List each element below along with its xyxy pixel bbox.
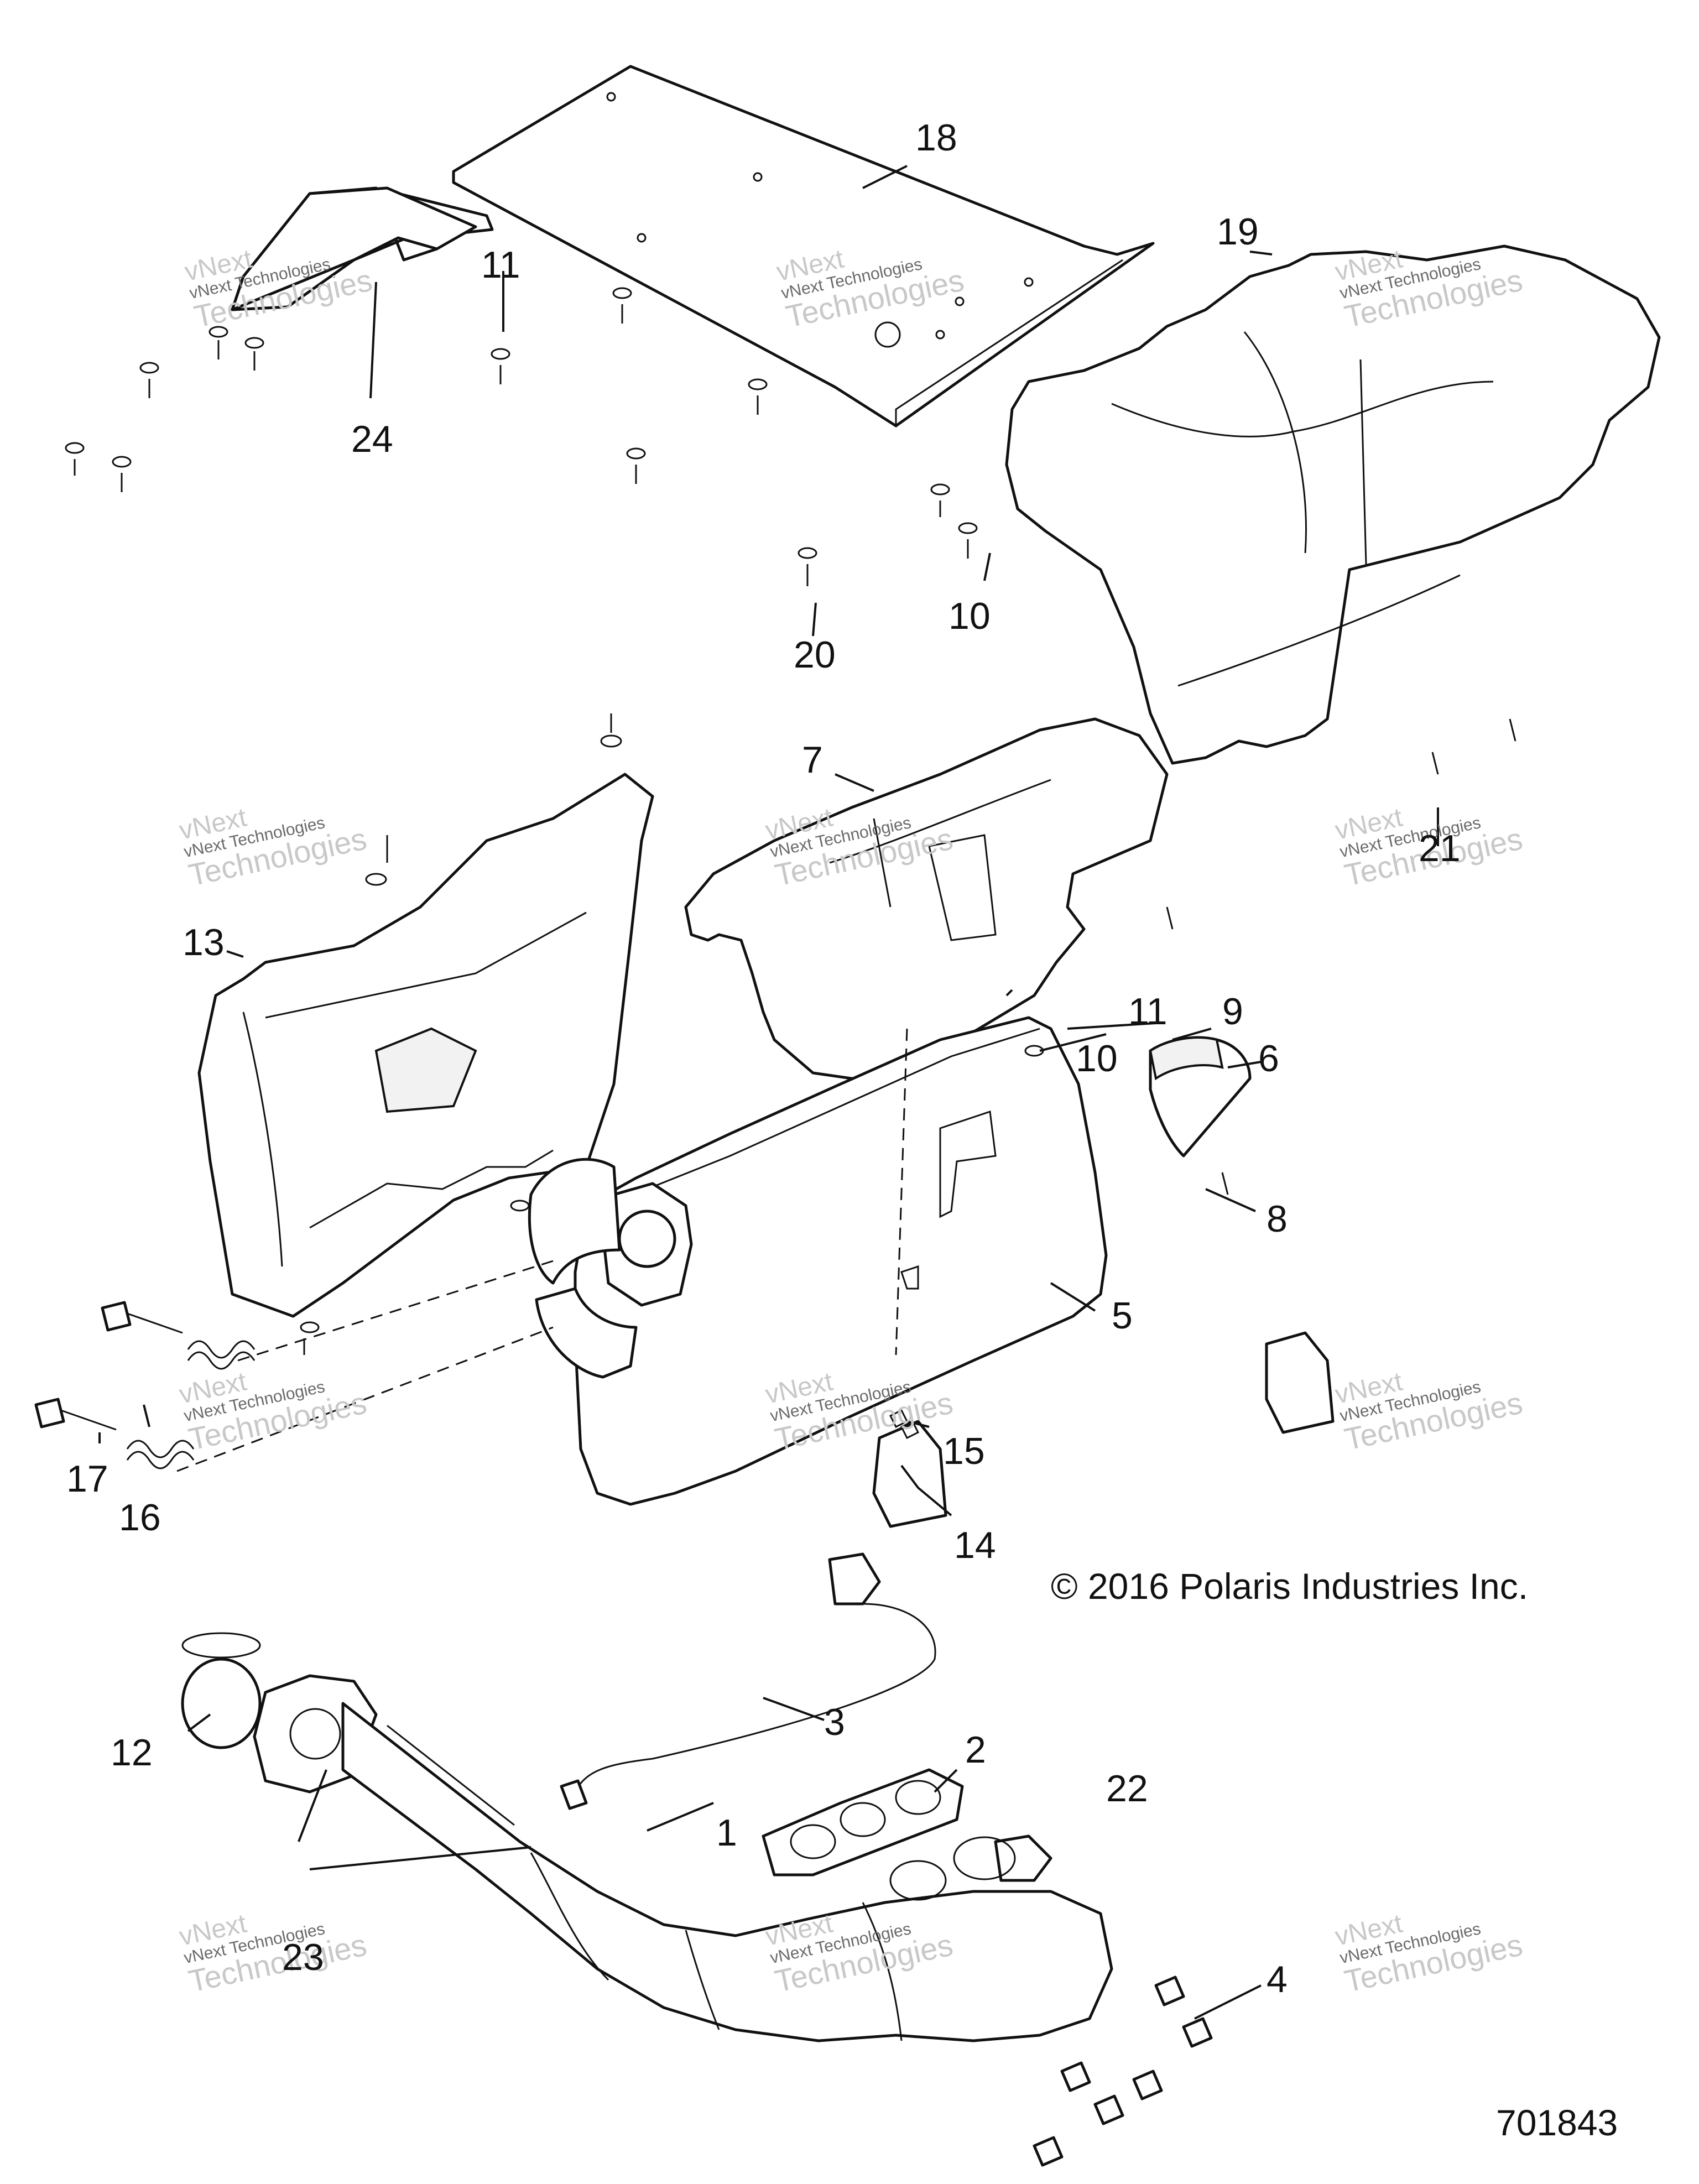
callout-12: 12 (111, 1732, 153, 1774)
callout-4: 4 (1267, 1958, 1288, 2000)
diagram-number: 701843 (1496, 2102, 1618, 2143)
callout-7: 7 (802, 739, 823, 781)
fasteners (65, 287, 1516, 1355)
callout-19: 19 (1217, 211, 1259, 253)
part-3-o2-sensor (560, 1552, 936, 1810)
callout-5: 5 (1112, 1295, 1133, 1337)
callout-13: 13 (183, 921, 225, 963)
callout-11-upper: 11 (481, 244, 520, 286)
callout-24: 24 (351, 418, 393, 460)
part-1-head-pipe (253, 1674, 1113, 2042)
part-17-bolts (34, 1301, 183, 1431)
leader-lines (98, 165, 1439, 2020)
mount-axis (895, 1028, 908, 1356)
callout-1: 1 (716, 1812, 737, 1854)
callout-6: 6 (1258, 1038, 1279, 1080)
callout-8: 8 (1267, 1198, 1288, 1240)
callout-21: 21 (1419, 827, 1461, 869)
callout-22: 22 (1106, 1768, 1148, 1810)
spring-axis-upper (237, 1260, 554, 1362)
part-4-bolts (1033, 1975, 1213, 2167)
callout-2: 2 (965, 1729, 986, 1771)
copyright-notice: © 2016 Polaris Industries Inc. (1051, 1566, 1529, 1607)
spring-axis-lower (176, 1326, 554, 1472)
callout-20: 20 (794, 634, 836, 676)
part-19-upper-heat-shield (1005, 244, 1661, 765)
part-24-small-shield-plate (231, 186, 494, 311)
part-16-springs (126, 1340, 256, 1469)
callout-18: 18 (915, 117, 957, 159)
part-6-outlet-cap (1149, 1036, 1252, 1158)
callout-9: 9 (1222, 991, 1243, 1033)
muffler-inlet-flange (528, 1158, 693, 1379)
callout-10-upper: 10 (948, 595, 991, 637)
part-12-seal-ring (181, 1632, 262, 1749)
callout-11-lower: 11 (1128, 991, 1168, 1033)
part-22-clamps (889, 1836, 1016, 1901)
callout-17: 17 (66, 1458, 108, 1500)
callout-3: 3 (824, 1701, 845, 1743)
part-2-gasket (762, 1768, 964, 1877)
callout-16: 16 (119, 1497, 161, 1539)
part-18-skid-plate (452, 65, 1155, 428)
callout-23: 23 (282, 1936, 324, 1978)
callout-15: 15 (943, 1430, 985, 1472)
part-13-left-heat-shield (197, 773, 654, 1318)
callout-14: 14 (954, 1524, 996, 1566)
callout-10-lower: 10 (1076, 1038, 1118, 1080)
part-7-middle-heat-shield (684, 717, 1169, 1086)
part-14-rubber-mounts (872, 1331, 1335, 1528)
